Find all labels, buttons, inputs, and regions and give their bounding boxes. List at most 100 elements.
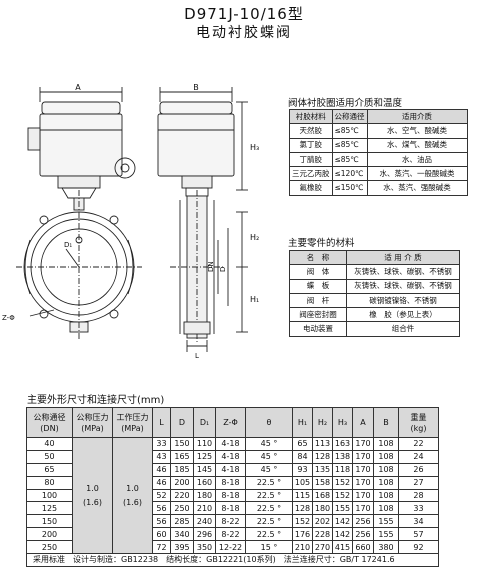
theta-cell: 22.5 ° — [245, 514, 293, 529]
h2-cell: 180 — [312, 501, 333, 516]
liner-cell: 三元乙丙胶 — [289, 166, 333, 182]
weight-cell: 33 — [398, 501, 439, 516]
nominal-pressure-cell: 1.0 (1.6) — [72, 436, 113, 555]
h2-cell: 228 — [312, 527, 333, 542]
a-cell: 170 — [352, 501, 374, 516]
table-row: 阀 杆 碳钢镀镍铬、不锈钢 — [289, 292, 460, 309]
liner-cell: 天然胶 — [289, 123, 333, 139]
dn-cell: 200 — [26, 527, 73, 542]
header-h3: H₃ — [332, 407, 353, 438]
dn-cell: 125 — [26, 501, 73, 516]
valve-technical-drawing: A B H₃ H₂ H₁ DN D D₁ Z-Φ L — [2, 83, 259, 360]
d1-cell: 296 — [193, 527, 216, 542]
d-cell: 250 — [170, 501, 194, 516]
liner-cell: 水、蒸汽、一般酸碱类 — [366, 166, 468, 182]
dimensions-header-row: 公称通径 (DN) 公称压力 (MPa) 工作压力 (MPa) L D D₁ Z… — [26, 407, 439, 438]
parts-cell: 灰铸铁、球铁、碳钢、不锈钢 — [346, 264, 460, 280]
dn-cell: 40 — [26, 437, 73, 451]
a-cell: 170 — [352, 462, 374, 477]
table-row: 蝶 板 灰铸铁、球铁、碳钢、不锈钢 — [289, 278, 460, 294]
d-cell: 220 — [170, 488, 194, 503]
d1-cell: 145 — [193, 462, 216, 477]
weight-cell: 34 — [398, 514, 439, 529]
height-dimensions — [186, 101, 248, 352]
z-phi-cell: 12-22 — [215, 540, 246, 555]
liner-cell: 水、空气、酸碱类 — [366, 123, 468, 139]
liner-header-medium: 适用介质 — [366, 108, 468, 125]
z-phi-cell: 8-22 — [215, 527, 246, 542]
dimension-a — [39, 87, 123, 102]
b-cell: 155 — [373, 514, 399, 529]
table-row: 丁腈胶 ≤85℃ 水、油品 — [289, 151, 468, 168]
z-phi-cell: 8-18 — [215, 501, 246, 516]
parts-cell: 阀 体 — [289, 264, 347, 280]
h1-cell: 210 — [292, 540, 313, 555]
dn-cell: 250 — [26, 540, 73, 555]
theta-cell: 22.5 ° — [245, 501, 293, 516]
label-h2: H₂ — [250, 233, 259, 242]
theta-cell: 22.5 ° — [245, 488, 293, 503]
actuator-front-view — [27, 101, 136, 199]
d-cell: 200 — [170, 475, 194, 490]
label-a: A — [75, 83, 81, 92]
label-b: B — [193, 83, 199, 92]
h3-cell: 155 — [332, 501, 353, 516]
h2-cell: 168 — [312, 488, 333, 503]
dimensions-table: 公称通径 (DN) 公称压力 (MPa) 工作压力 (MPa) L D D₁ Z… — [26, 407, 439, 567]
h2-cell: 270 — [312, 540, 333, 555]
table-row: 天然胶 ≤85℃ 水、空气、酸碱类 — [289, 123, 468, 139]
table-row: 氟橡胶 ≤150℃ 水、蒸汽、强酸碱类 — [289, 180, 468, 196]
h1-cell: 152 — [292, 514, 313, 529]
weight-cell: 57 — [398, 527, 439, 542]
z-phi-cell: 4-18 — [215, 462, 246, 477]
header-weight: 重量 (kg) — [398, 407, 439, 438]
actuator-side-view — [157, 87, 235, 197]
liner-cell: ≤85℃ — [331, 151, 368, 168]
a-cell: 660 — [352, 540, 374, 555]
label-h3: H₃ — [250, 143, 259, 152]
h1-cell: 65 — [292, 437, 313, 451]
l-cell: 46 — [152, 462, 171, 477]
h1-cell: 128 — [292, 501, 313, 516]
d1-cell: 125 — [193, 449, 216, 464]
parts-cell: 蝶 板 — [289, 278, 347, 294]
label-z-phi: Z-Φ — [2, 314, 15, 322]
l-cell: 52 — [152, 488, 171, 503]
liner-table-title: 阀体衬胶圈适用介质和温度 — [288, 98, 403, 109]
liner-cell: 水、煤气、酸碱类 — [366, 137, 468, 153]
b-cell: 108 — [373, 462, 399, 477]
b-cell: 380 — [373, 540, 399, 555]
h1-cell: 84 — [292, 449, 313, 464]
table-row: 65 46 185 145 4-18 45 ° 93 135 118 170 1… — [26, 462, 439, 477]
b-cell: 108 — [373, 437, 399, 451]
table-row: 150 56 285 240 8-22 22.5 ° 152 202 142 2… — [26, 514, 439, 529]
header-l: L — [152, 407, 171, 438]
header-working-pressure: 工作压力 (MPa) — [112, 407, 153, 438]
theta-cell: 45 ° — [245, 437, 293, 451]
a-cell: 170 — [352, 488, 374, 503]
parts-header-medium: 适 用 介 质 — [346, 249, 460, 266]
theta-cell: 22.5 ° — [245, 475, 293, 490]
header-nominal-pressure: 公称压力 (MPa) — [72, 407, 113, 438]
theta-cell: 15 ° — [245, 540, 293, 555]
weight-cell: 28 — [398, 488, 439, 503]
label-d1: D₁ — [64, 241, 72, 249]
header-theta: θ — [245, 407, 293, 438]
label-h1: H₁ — [250, 295, 259, 304]
b-cell: 155 — [373, 527, 399, 542]
z-phi-cell: 4-18 — [215, 437, 246, 451]
a-cell: 170 — [352, 475, 374, 490]
liner-materials-table: 衬胶材料 公称通径 适用介质 天然胶 ≤85℃ 水、空气、酸碱类 氯丁胶 ≤85… — [289, 108, 468, 196]
table-row: 电动装置 组合件 — [289, 321, 460, 337]
a-cell: 170 — [352, 437, 374, 451]
d-cell: 340 — [170, 527, 194, 542]
h1-cell: 93 — [292, 462, 313, 477]
dn-cell: 150 — [26, 514, 73, 529]
header-d: D — [170, 407, 194, 438]
label-dn: DN — [207, 261, 215, 272]
d-cell: 185 — [170, 462, 194, 477]
dn-cell: 100 — [26, 488, 73, 503]
parts-header-name: 名 称 — [289, 249, 347, 266]
label-l: L — [195, 352, 199, 360]
liner-header-material: 衬胶材料 — [289, 108, 333, 125]
